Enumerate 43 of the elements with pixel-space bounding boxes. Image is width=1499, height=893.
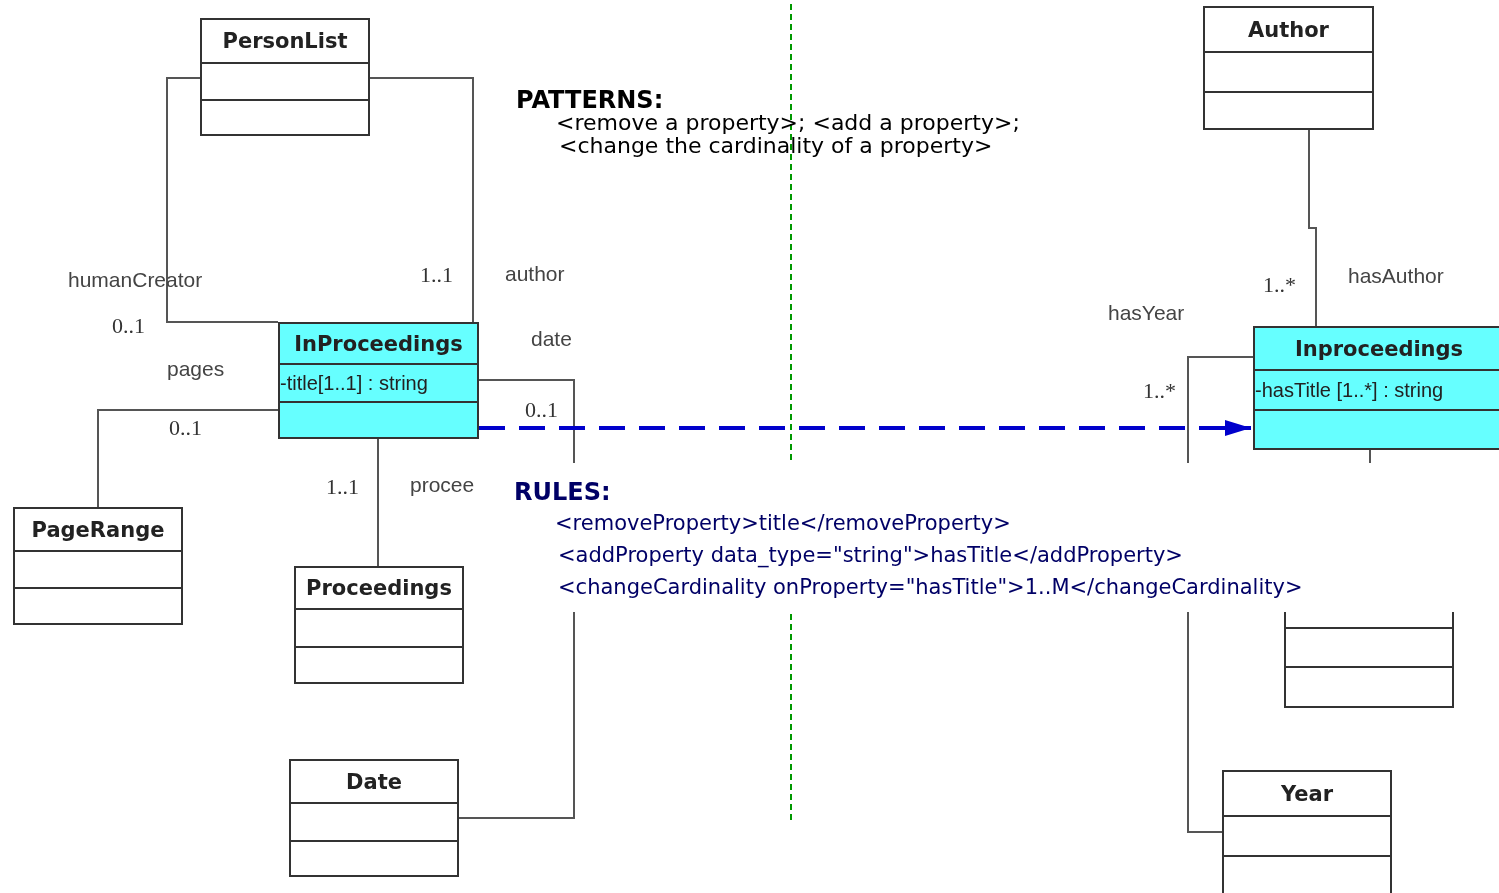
class-name: Proceedings bbox=[306, 576, 452, 600]
class-box bbox=[278, 322, 479, 439]
pattern-text: <change the cardinality of a property> bbox=[559, 133, 993, 158]
class-name: Inproceedings bbox=[1294, 336, 1464, 361]
association-line bbox=[97, 409, 279, 508]
class-box bbox=[289, 759, 459, 877]
multiplicity-label: 0..1 bbox=[525, 397, 558, 423]
role-label: pages bbox=[167, 357, 225, 381]
role-label: hasAuthor bbox=[1348, 264, 1444, 288]
association-line bbox=[1308, 129, 1317, 327]
multiplicity-label: 0..1 bbox=[112, 313, 145, 339]
multiplicity-label: 1..1 bbox=[420, 262, 453, 288]
class-name: Author bbox=[1248, 17, 1329, 42]
class-box bbox=[1284, 612, 1454, 708]
attribute-text: -title[1..1] : string bbox=[280, 371, 428, 395]
class-box bbox=[1253, 326, 1499, 450]
role-label: hasYear bbox=[1108, 301, 1185, 325]
class-name: InProceedings bbox=[294, 331, 463, 356]
class-box bbox=[1222, 770, 1392, 893]
rule-text: <addProperty data_type="string">hasTitle</addProperty> bbox=[558, 543, 1183, 567]
multiplicity-label: 1..* bbox=[1143, 378, 1176, 404]
arrow bbox=[479, 420, 1251, 436]
heading: RULES: bbox=[514, 478, 611, 506]
association-line bbox=[369, 77, 474, 323]
class-name: Year bbox=[1280, 781, 1334, 806]
multiplicity-label: 1..* bbox=[1263, 272, 1296, 298]
role-label: author bbox=[505, 262, 565, 286]
multiplicity-label: 1..1 bbox=[326, 474, 359, 500]
class-name: PageRange bbox=[31, 517, 165, 542]
attribute-text: -hasTitle [1..*] : string bbox=[1255, 378, 1444, 402]
rule-text: <removeProperty>title</removeProperty> bbox=[555, 511, 1011, 535]
class-box bbox=[13, 507, 183, 625]
rule-text: <changeCardinality onProperty="hasTitle">1..M</changeCardinality> bbox=[558, 575, 1303, 599]
role-label: procee bbox=[410, 473, 475, 497]
association-line bbox=[377, 438, 379, 567]
class-box bbox=[200, 18, 370, 136]
class-box bbox=[294, 566, 464, 684]
association-line bbox=[166, 77, 279, 323]
class-name: PersonList bbox=[222, 29, 348, 53]
multiplicity-label: 0..1 bbox=[169, 415, 202, 441]
class-name: Date bbox=[346, 769, 402, 794]
class-box bbox=[1203, 6, 1374, 130]
role-label: date bbox=[531, 327, 572, 351]
